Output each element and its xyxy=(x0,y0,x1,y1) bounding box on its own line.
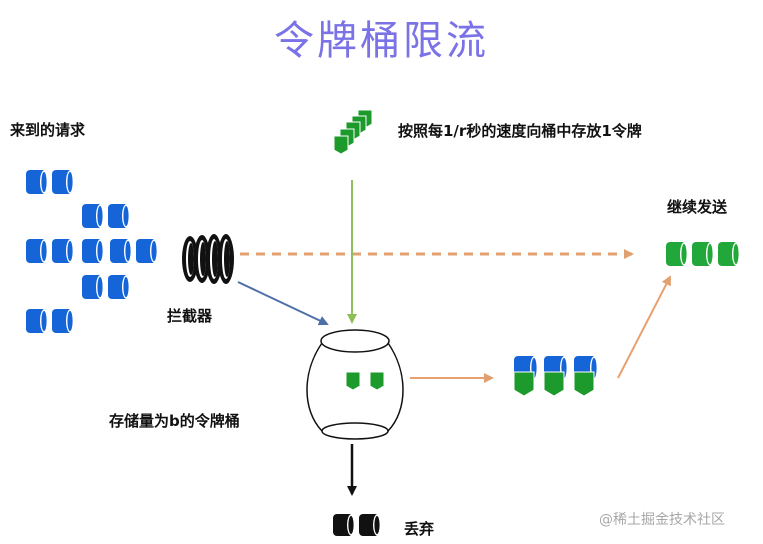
sent-request-icon xyxy=(718,242,740,266)
request-icon xyxy=(26,239,48,263)
continue-requests xyxy=(666,242,740,266)
interceptor-to-bucket-arrow xyxy=(237,281,329,326)
request-row-2 xyxy=(82,204,130,228)
sent-request-icon xyxy=(692,242,714,266)
incoming-tokens-icon xyxy=(333,109,373,155)
request-icon xyxy=(52,239,74,263)
request-icon xyxy=(108,204,130,228)
interceptor-icon xyxy=(182,234,234,284)
request-row-3 xyxy=(26,239,158,263)
request-icon xyxy=(52,309,74,333)
request-row-1 xyxy=(26,170,74,194)
request-icon xyxy=(52,170,74,194)
token-icon xyxy=(369,371,385,391)
request-icon xyxy=(82,204,104,228)
request-icon xyxy=(136,239,158,263)
discard-label: 丢弃 xyxy=(404,520,435,538)
request-icon xyxy=(82,239,104,263)
discarded-request-icon xyxy=(333,514,355,536)
token-rate-label: 按照每1/r秒的速度向桶中存放1令牌 xyxy=(398,122,642,140)
page-title: 令牌桶限流 xyxy=(274,18,489,64)
request-icon xyxy=(110,239,132,263)
request-row-5 xyxy=(26,309,74,333)
watermark: @稀土掘金技术社区 xyxy=(599,512,725,528)
request-icon xyxy=(108,275,130,299)
incoming-requests-label: 来到的请求 xyxy=(10,121,86,139)
sent-request-icon xyxy=(666,242,688,266)
bucket-icon xyxy=(306,329,404,440)
token-icon xyxy=(345,371,361,391)
paired-request-icon xyxy=(543,356,568,397)
interceptor-label: 拦截器 xyxy=(167,307,213,325)
paired-to-continue-arrow xyxy=(617,275,671,379)
request-icon xyxy=(26,170,48,194)
paired-request-icon xyxy=(513,356,538,397)
discarded-request-icon xyxy=(359,514,381,536)
incoming-requests xyxy=(26,170,158,333)
bucket-label: 存储量为b的令牌桶 xyxy=(109,412,240,430)
discarded-requests xyxy=(333,514,381,536)
request-icon xyxy=(26,309,48,333)
paired-requests xyxy=(513,356,598,397)
request-row-4 xyxy=(82,275,130,299)
continue-send-label: 继续发送 xyxy=(667,198,728,216)
request-icon xyxy=(82,275,104,299)
paired-request-icon xyxy=(573,356,598,397)
